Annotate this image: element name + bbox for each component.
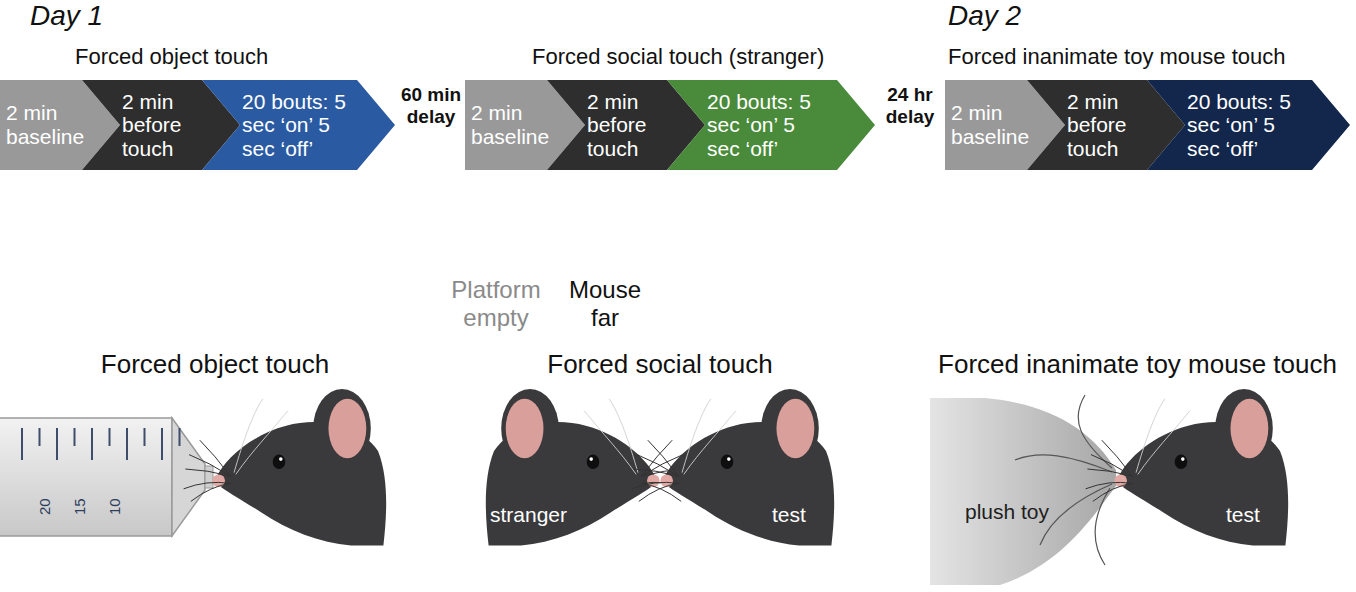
tick — [126, 428, 128, 460]
mouse-head — [184, 389, 387, 546]
tick — [161, 428, 163, 460]
phase-text: 2 min before touch — [587, 90, 697, 161]
phase-text: 2 min before touch — [122, 90, 232, 161]
phase-chevron: 20 bouts: 5 sec ‘on’ 5 sec ‘off’ — [667, 80, 875, 170]
plush-toy — [930, 395, 1116, 585]
tick — [91, 428, 93, 460]
phase-text: 2 min baseline — [951, 101, 1057, 148]
text-label: Day 2 — [948, 0, 1021, 32]
tick — [74, 428, 76, 446]
mouse-head — [486, 389, 689, 546]
text-label: Day 1 — [30, 0, 103, 32]
phase-text: 20 bouts: 5 sec ‘on’ 5 sec ‘off’ — [707, 90, 819, 161]
text-label: Forced social touch (stranger) — [532, 44, 824, 69]
mouse-head — [1086, 389, 1289, 546]
scale-number: 20 — [36, 498, 53, 515]
text-label: 24 hr delay — [876, 84, 944, 128]
phase-text: 20 bouts: 5 sec ‘on’ 5 sec ‘off’ — [1187, 90, 1299, 161]
text-label: Forced inanimate toy mouse touch — [948, 44, 1286, 69]
phase-chevron: 20 bouts: 5 sec ‘on’ 5 sec ‘off’ — [202, 80, 395, 170]
scale-number: 15 — [71, 498, 88, 515]
syringe — [0, 418, 213, 536]
text-label: Platform empty — [440, 276, 552, 331]
phase-text: 2 min baseline — [6, 101, 112, 148]
mouse-head — [632, 389, 835, 546]
tick — [39, 428, 41, 446]
text-label: Forced object touch — [60, 350, 370, 380]
tick — [56, 428, 58, 460]
phase-text: 20 bouts: 5 sec ‘on’ 5 sec ‘off’ — [242, 90, 354, 161]
text-label: stranger — [490, 503, 567, 527]
phase-text: 2 min baseline — [471, 101, 577, 148]
scale-number: 10 — [106, 498, 123, 515]
text-label: plush toy — [965, 500, 1049, 524]
text-label: Forced inanimate toy mouse touch — [925, 350, 1350, 380]
phase-text: 2 min before touch — [1067, 90, 1177, 161]
tick — [21, 428, 23, 460]
text-label: Forced social touch — [505, 350, 815, 380]
text-label: test — [1226, 503, 1260, 527]
text-label: 60 min delay — [397, 84, 465, 128]
text-label: Mouse far — [563, 276, 647, 331]
tick — [109, 428, 111, 446]
text-label: test — [772, 503, 806, 527]
text-label: Forced object touch — [75, 44, 268, 69]
tick — [179, 428, 181, 446]
phase-chevron: 20 bouts: 5 sec ‘on’ 5 sec ‘off’ — [1147, 80, 1350, 170]
tick — [144, 428, 146, 446]
